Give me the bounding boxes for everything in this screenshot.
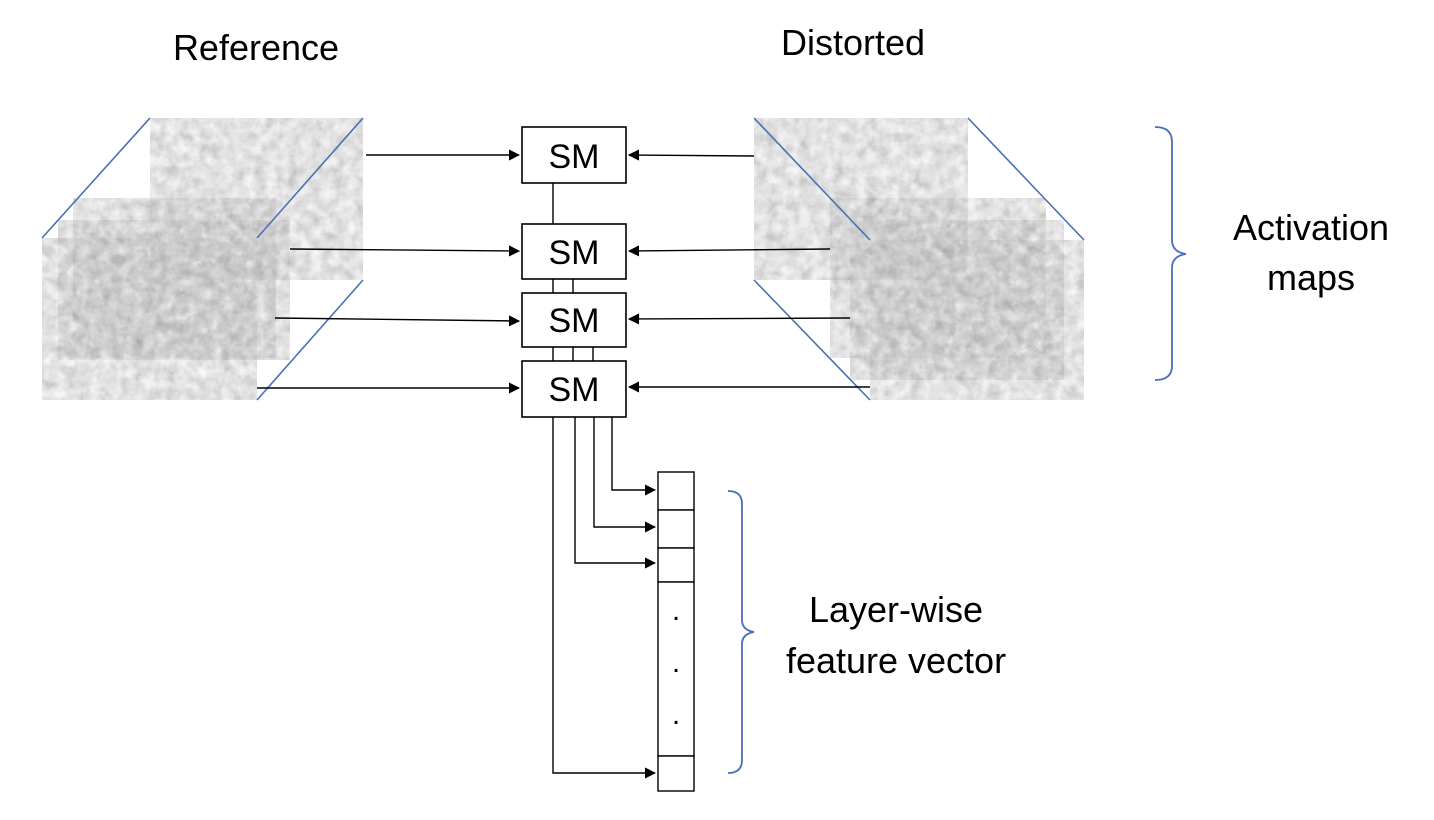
activation-maps-label: Activation bbox=[1233, 207, 1389, 248]
distorted-frustum-edge bbox=[753, 279, 871, 401]
reference-to-sm-arrow bbox=[289, 245, 521, 257]
distorted-title: Distorted bbox=[781, 22, 925, 63]
sm-label: SM bbox=[549, 302, 600, 340]
distorted-to-sm-arrow bbox=[627, 149, 755, 161]
reference-to-sm-arrow bbox=[274, 315, 521, 327]
feature-vector bbox=[657, 471, 695, 792]
distorted-to-sm-arrow bbox=[627, 245, 831, 257]
vector-dot: . bbox=[672, 594, 680, 627]
distorted-map-4 bbox=[870, 240, 1084, 400]
reference-map-4 bbox=[42, 238, 257, 400]
activation-maps-label: maps bbox=[1267, 257, 1355, 298]
distorted-map-stack bbox=[753, 117, 1085, 401]
activation-maps-bracket bbox=[1154, 126, 1187, 381]
reference-title: Reference bbox=[173, 27, 339, 68]
feature-vector-cell bbox=[657, 509, 695, 549]
sm-block: SM bbox=[521, 360, 627, 418]
reference-frustum-edge bbox=[41, 117, 151, 239]
reference-frustum-edge bbox=[256, 279, 364, 401]
reference-frustum-edge bbox=[256, 117, 364, 239]
feature-vector-cell bbox=[657, 471, 695, 511]
feature-vector-body bbox=[657, 581, 695, 757]
sm-label: SM bbox=[549, 234, 600, 272]
feature-vector-cell bbox=[657, 755, 695, 792]
distorted-frustum-edge bbox=[753, 117, 871, 241]
distorted-to-sm-arrow bbox=[627, 313, 851, 325]
sm-output-lines bbox=[552, 183, 657, 779]
sm-block: SM bbox=[521, 292, 627, 348]
vector-dot: . bbox=[672, 646, 680, 679]
sm-label: SM bbox=[549, 371, 600, 409]
feature-vector-bracket bbox=[727, 490, 755, 774]
sm-label: SM bbox=[549, 138, 600, 176]
feature-vector-cell bbox=[657, 547, 695, 583]
layerwise-feature-vector-label: Layer-wise bbox=[809, 589, 983, 630]
distorted-frustum-edge bbox=[967, 117, 1085, 241]
reference-map-stack bbox=[41, 117, 364, 401]
layerwise-feature-vector-label: feature vector bbox=[786, 640, 1006, 681]
sm-block: SM bbox=[521, 223, 627, 280]
sm-block: SM bbox=[521, 126, 627, 184]
vector-dot: . bbox=[672, 698, 680, 731]
